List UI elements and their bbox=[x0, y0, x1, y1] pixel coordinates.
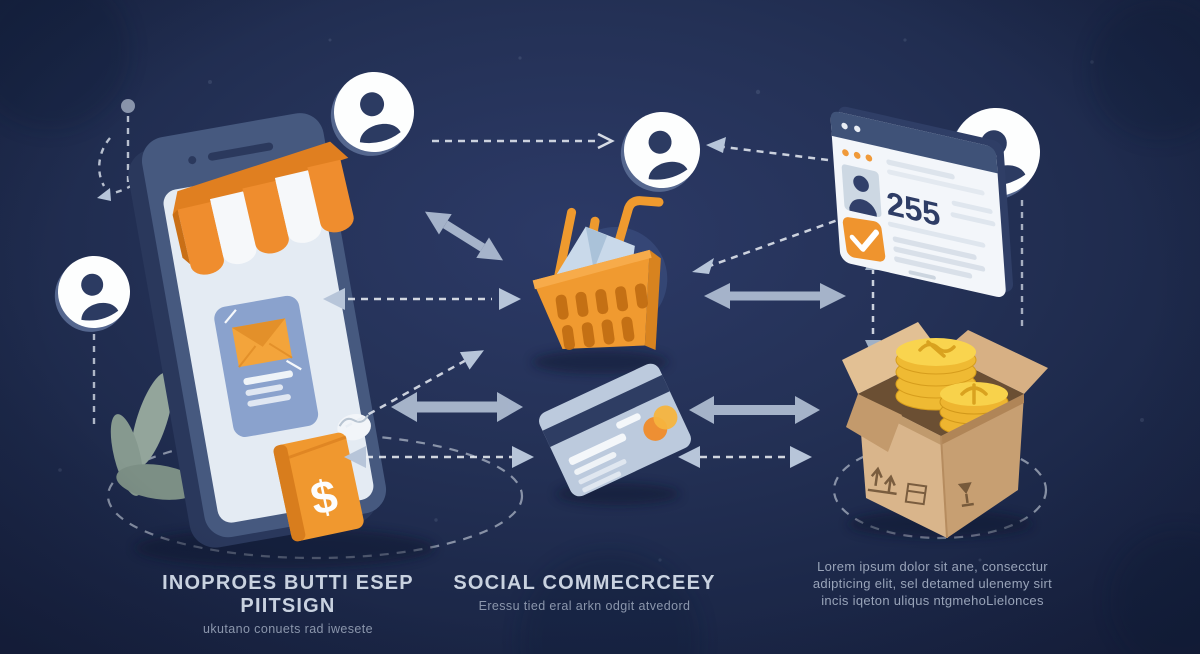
caption-right-line2: adipticing elit, sel detamed ulenemy sir… bbox=[812, 576, 1053, 591]
plant-icon bbox=[110, 372, 200, 500]
shopping-basket-icon bbox=[532, 196, 668, 351]
camera-icon bbox=[188, 156, 197, 165]
caption-center-title: SOCIAL COMMECRCEEY bbox=[453, 572, 716, 594]
basket-shadow bbox=[532, 350, 668, 374]
caption-left-title: INOPROES BUTTI ESEP PIITSIGN bbox=[162, 572, 414, 617]
arrow-browser-to-basket bbox=[692, 210, 861, 274]
storefront-awning-icon bbox=[172, 141, 354, 275]
arrow-avatar-to-avatar bbox=[432, 132, 615, 150]
profile-thumbnail bbox=[841, 164, 882, 218]
caption-right: Lorem ipsum dolor sit ane, consecctur ad… bbox=[800, 558, 1065, 609]
user-avatar-icon bbox=[620, 112, 700, 192]
message-card bbox=[214, 295, 319, 437]
arrow-browser-to-avatar bbox=[706, 137, 829, 162]
this-side-up-icon bbox=[867, 466, 897, 496]
caption-left: INOPROES BUTTI ESEP PIITSIGN ukutano con… bbox=[118, 572, 458, 636]
notification-dots bbox=[842, 149, 873, 162]
arrow-basket-box-column bbox=[704, 283, 846, 309]
user-avatar-icon bbox=[330, 72, 414, 156]
dollar-bag-icon: $ bbox=[273, 413, 371, 542]
arrow-card-box-dashed bbox=[678, 446, 812, 468]
package-icon bbox=[904, 482, 928, 506]
arrow-diagonal-to-basket bbox=[345, 350, 484, 428]
caption-right-line3: incis iqeton uliqus ntgmehoLielonces bbox=[821, 593, 1044, 608]
caption-center: SOCIAL COMMECRCEEY Eressu tied eral arkn… bbox=[452, 572, 717, 613]
credit-card-icon bbox=[539, 363, 691, 497]
shipping-box-icon bbox=[842, 322, 1048, 539]
user-avatar-icon bbox=[54, 256, 130, 332]
envelope-icon bbox=[231, 318, 293, 368]
caption-center-subtitle: Eressu tied eral arkn odgit atvedord bbox=[478, 599, 691, 613]
arrow-phone-card-dashed bbox=[344, 446, 534, 468]
fragile-icon bbox=[957, 482, 974, 507]
speaker-icon bbox=[207, 142, 274, 161]
arrow-phone-basket-diagonal bbox=[424, 211, 504, 261]
browser-title-bar bbox=[830, 111, 998, 174]
verified-check-icon bbox=[842, 217, 886, 262]
caption-right-line1: Lorem ipsum dolor sit ane, consecctur bbox=[817, 559, 1048, 574]
arrow-phone-basket-dashed bbox=[323, 288, 521, 310]
browser-window: 255 bbox=[830, 106, 1014, 297]
arrow-phone-card bbox=[391, 392, 523, 422]
caption-left-subtitle: ukutano conuets rad iwesete bbox=[203, 622, 373, 636]
arrow-card-box bbox=[689, 396, 820, 424]
